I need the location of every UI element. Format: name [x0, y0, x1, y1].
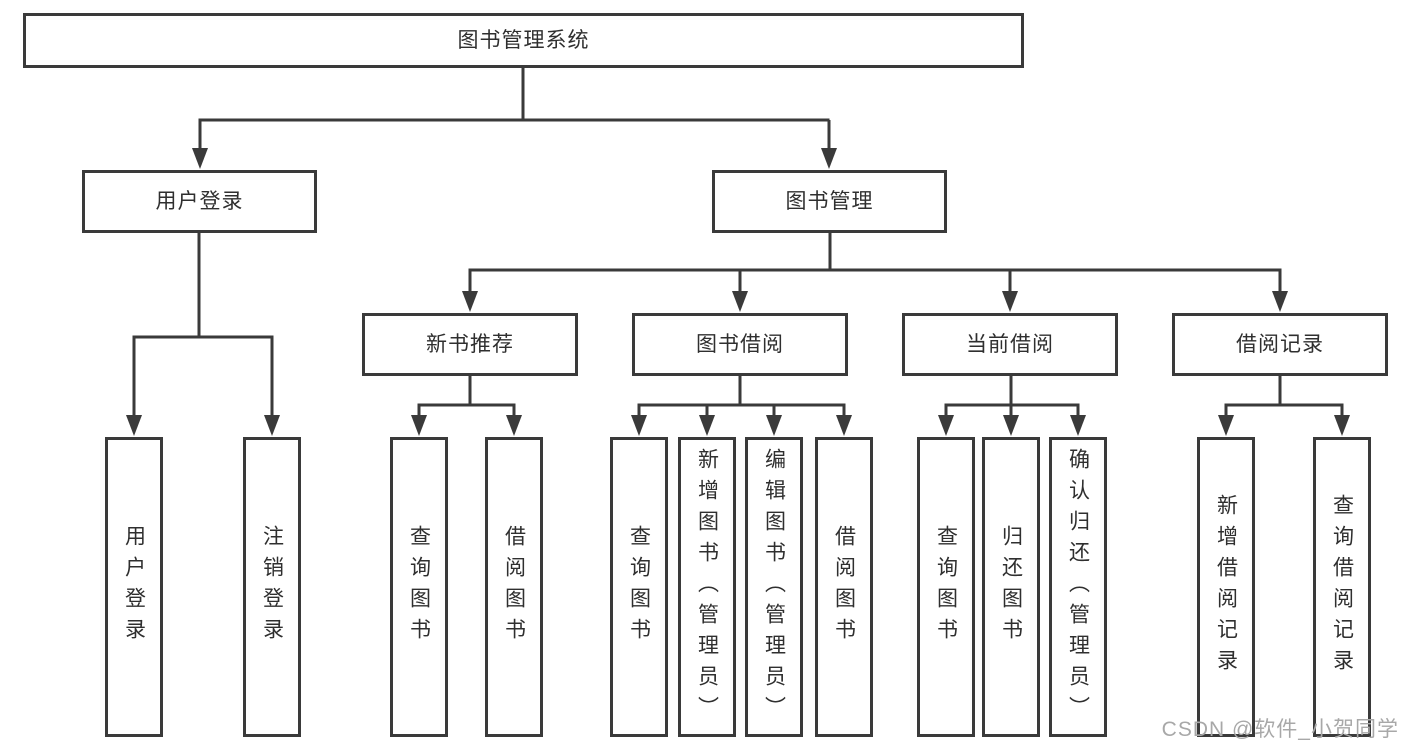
leaf-user-login-label: 用户登录 — [122, 525, 146, 649]
node-root: 图书管理系统 — [23, 13, 1024, 68]
leaf-query-borrow-record: 查询借阅记录 — [1313, 437, 1371, 737]
leaf-borrowing-query-books-label: 查询图书 — [627, 525, 651, 649]
node-book-management: 图书管理 — [712, 170, 947, 233]
leaf-confirm-return-admin: 确认归还（管理员） — [1049, 437, 1107, 737]
node-current-borrowing-label: 当前借阅 — [966, 333, 1054, 356]
leaf-add-books-admin: 新增图书（管理员） — [678, 437, 736, 737]
node-new-book-recommend: 新书推荐 — [362, 313, 578, 376]
leaf-borrowing-borrow-books: 借阅图书 — [815, 437, 873, 737]
node-new-book-recommend-label: 新书推荐 — [426, 333, 514, 356]
leaf-edit-books-admin: 编辑图书（管理员） — [745, 437, 803, 737]
leaf-logout: 注销登录 — [243, 437, 301, 737]
leaf-recommend-borrow-books-label: 借阅图书 — [502, 525, 526, 649]
node-borrowing-records-label: 借阅记录 — [1236, 333, 1324, 356]
leaf-return-books-label: 归还图书 — [999, 525, 1023, 649]
leaf-current-query-books: 查询图书 — [917, 437, 975, 737]
csdn-watermark: CSDN @软件_小贺同学 — [1161, 718, 1399, 741]
node-current-borrowing: 当前借阅 — [902, 313, 1118, 376]
leaf-recommend-borrow-books: 借阅图书 — [485, 437, 543, 737]
leaf-edit-books-admin-label: 编辑图书（管理员） — [762, 447, 786, 727]
leaf-confirm-return-admin-label: 确认归还（管理员） — [1066, 447, 1090, 727]
leaf-add-borrow-record-label: 新增借阅记录 — [1214, 494, 1238, 680]
leaf-current-query-books-label: 查询图书 — [934, 525, 958, 649]
leaf-return-books: 归还图书 — [982, 437, 1040, 737]
leaf-add-borrow-record: 新增借阅记录 — [1197, 437, 1255, 737]
node-user-login: 用户登录 — [82, 170, 317, 233]
leaf-recommend-query-books-label: 查询图书 — [407, 525, 431, 649]
leaf-user-login: 用户登录 — [105, 437, 163, 737]
arrowheads — [126, 148, 1350, 436]
node-borrowing-records: 借阅记录 — [1172, 313, 1388, 376]
node-root-label: 图书管理系统 — [457, 29, 590, 52]
leaf-query-borrow-record-label: 查询借阅记录 — [1330, 494, 1354, 680]
leaf-borrowing-borrow-books-label: 借阅图书 — [832, 525, 856, 649]
node-book-borrowing: 图书借阅 — [632, 313, 848, 376]
leaf-recommend-query-books: 查询图书 — [390, 437, 448, 737]
node-user-login-label: 用户登录 — [155, 190, 244, 213]
leaf-logout-label: 注销登录 — [260, 525, 284, 649]
leaf-borrowing-query-books: 查询图书 — [610, 437, 668, 737]
node-book-borrowing-label: 图书借阅 — [696, 333, 784, 356]
leaf-add-books-admin-label: 新增图书（管理员） — [695, 447, 719, 727]
node-book-management-label: 图书管理 — [785, 190, 874, 213]
